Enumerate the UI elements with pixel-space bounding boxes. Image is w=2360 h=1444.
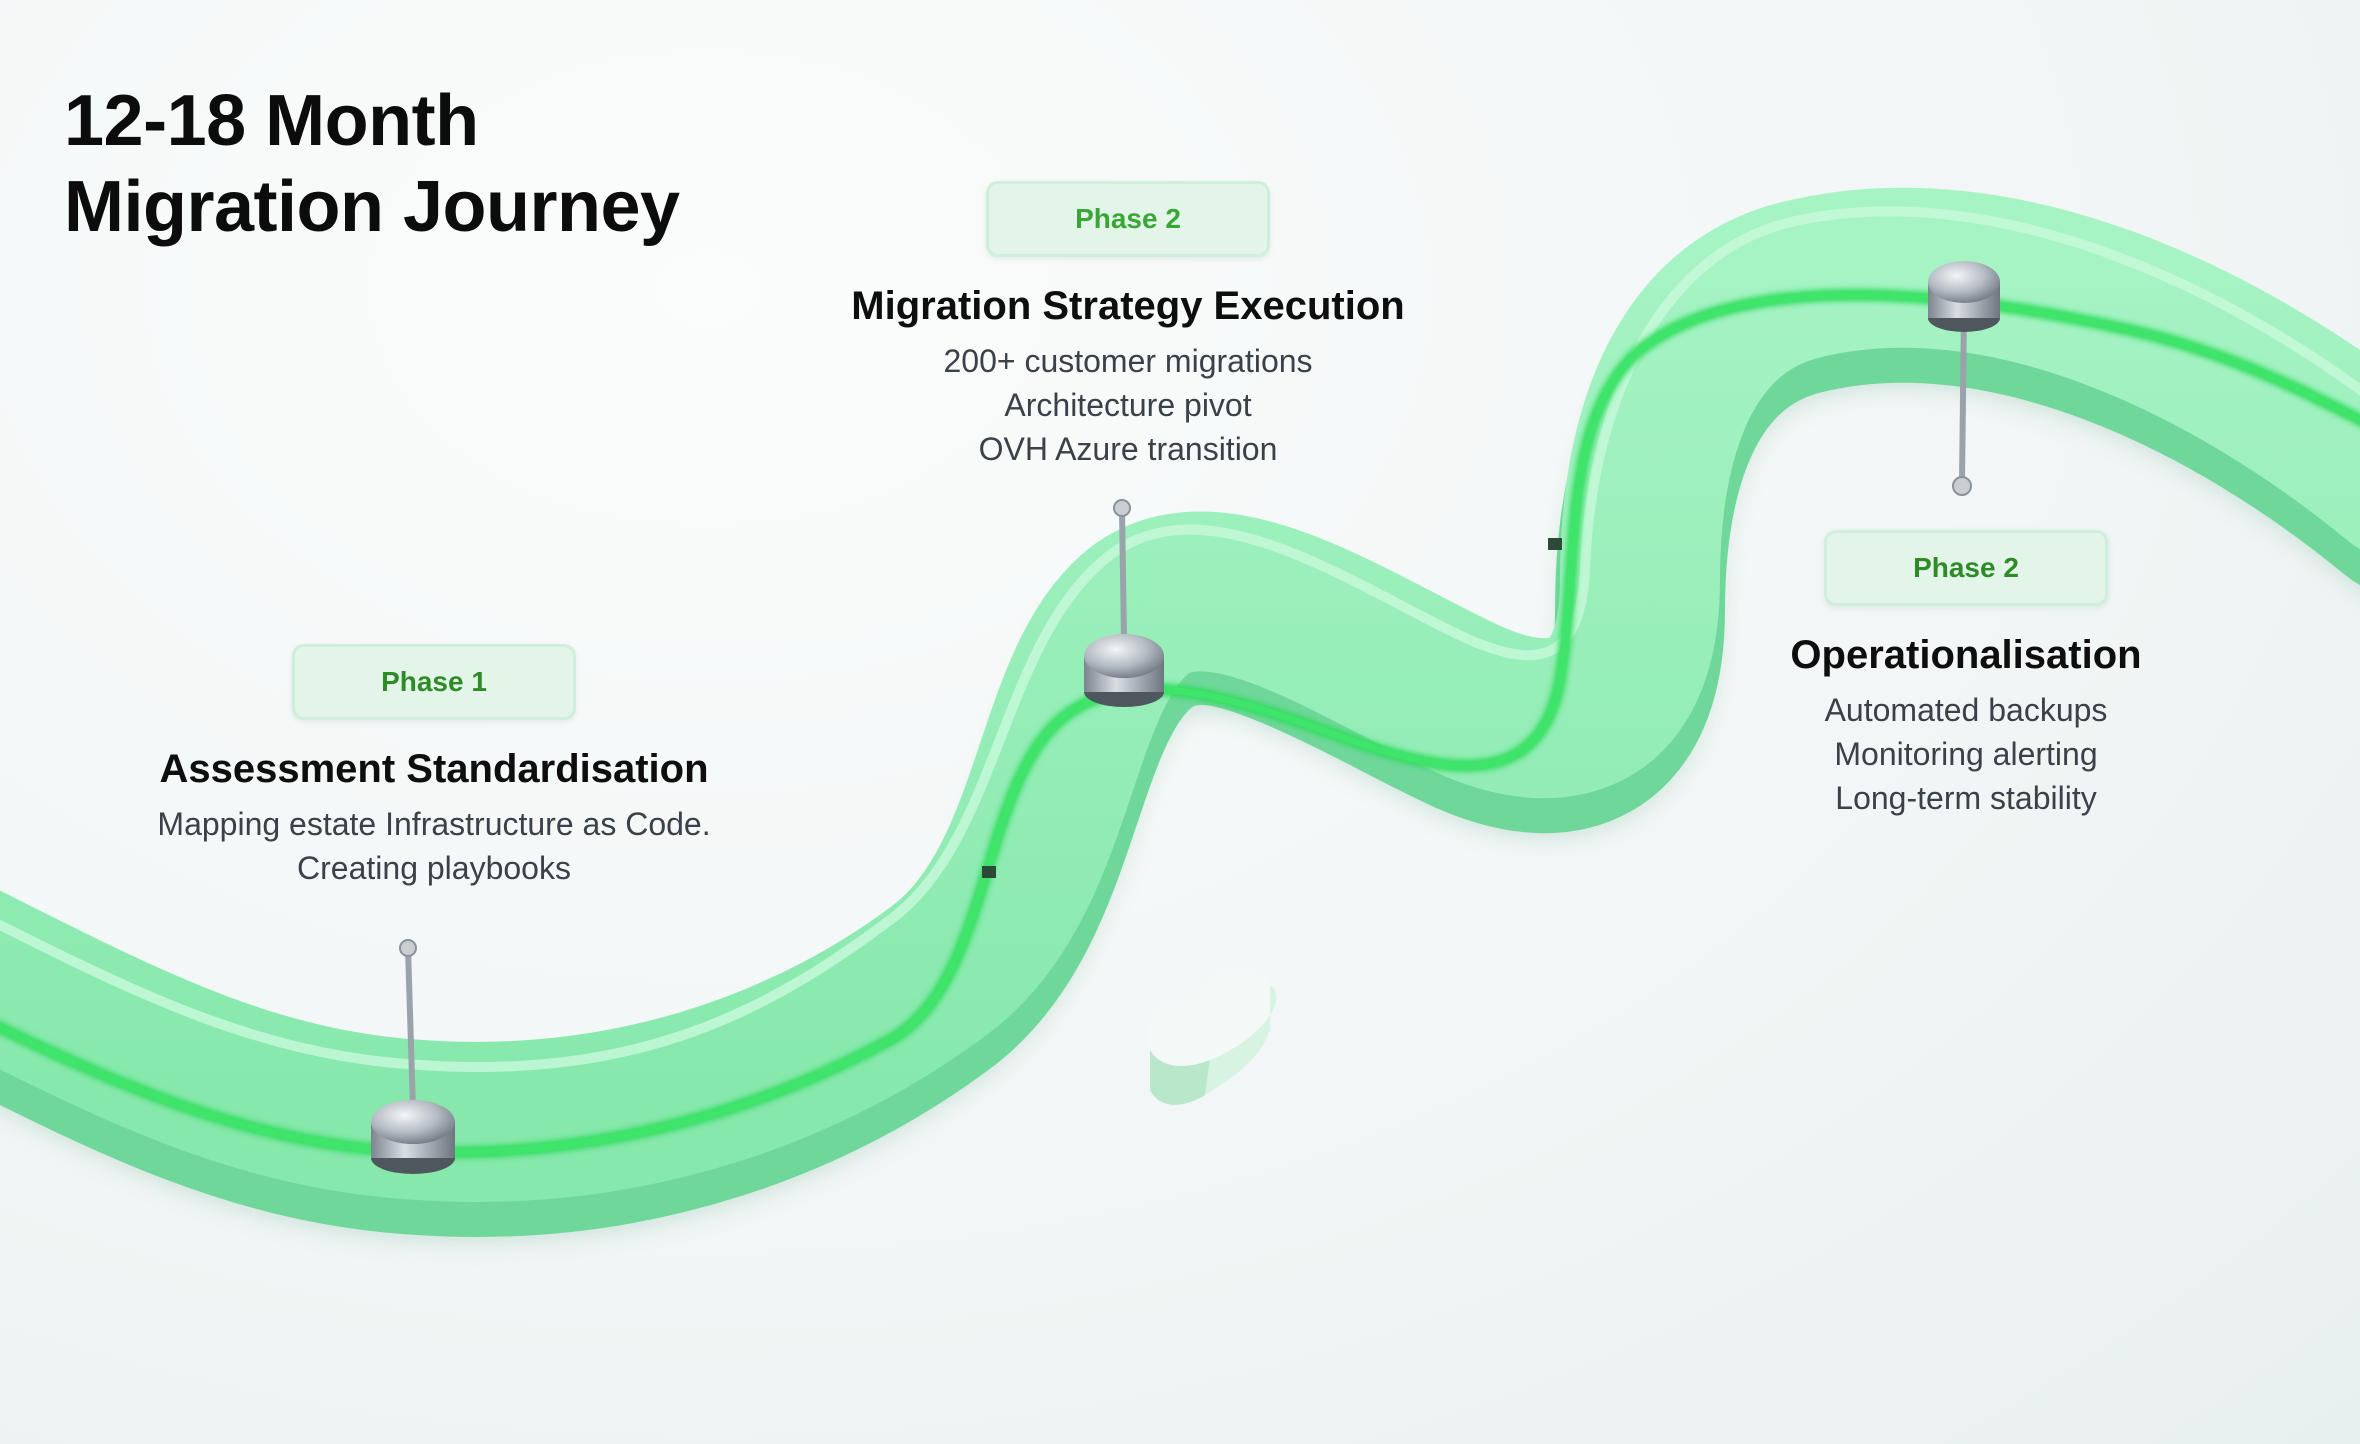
track-surface xyxy=(0,187,2360,1202)
phase-badge: Phase 1 xyxy=(292,644,576,720)
title-line-1: 12-18 Month xyxy=(64,81,479,161)
phase-detail-line: Architecture pivot xyxy=(1004,387,1252,423)
milestone-marker-1 xyxy=(371,939,455,1174)
phase-title: Migration Strategy Execution xyxy=(851,284,1405,328)
phase-card-1: Phase 1 Assessment Standardisation Mappi… xyxy=(114,644,754,890)
milestone-marker-2 xyxy=(1084,499,1164,707)
phase-badge: Phase 2 xyxy=(986,181,1270,257)
cloud-shape xyxy=(1148,965,1277,1105)
phase-detail-line: 200+ customer migrations xyxy=(943,343,1313,379)
track-highlight xyxy=(0,206,2360,1073)
phase-details: Automated backups Monitoring alerting Lo… xyxy=(1646,688,2286,820)
track-joint xyxy=(982,866,996,878)
phase-detail-line: Long-term stability xyxy=(1835,780,2097,816)
track-center-line xyxy=(0,291,2360,1156)
phase-title: Operationalisation xyxy=(1790,633,2142,677)
title-line-2: Migration Journey xyxy=(64,167,680,247)
phase-detail-line: Mapping estate Infrastructure as Code. xyxy=(157,806,711,842)
phase-detail-line: Monitoring alerting xyxy=(1834,736,2098,772)
phase-details: 200+ customer migrations Architecture pi… xyxy=(808,339,1448,471)
phase-detail-line: Automated backups xyxy=(1824,692,2108,728)
track-joint xyxy=(1548,538,1562,550)
phase-title: Assessment Standardisation xyxy=(159,747,709,791)
page-title: 12-18 Month Migration Journey xyxy=(64,78,680,250)
milestone-marker-3 xyxy=(1928,261,2000,496)
phase-details: Mapping estate Infrastructure as Code. C… xyxy=(114,802,754,890)
phase-detail-line: OVH Azure transition xyxy=(978,431,1278,467)
phase-card-2: Phase 2 Migration Strategy Execution 200… xyxy=(808,181,1448,471)
phase-card-3: Phase 2 Operationalisation Automated bac… xyxy=(1646,530,2286,820)
phase-badge: Phase 2 xyxy=(1824,530,2108,606)
phase-detail-line: Creating playbooks xyxy=(297,850,571,886)
